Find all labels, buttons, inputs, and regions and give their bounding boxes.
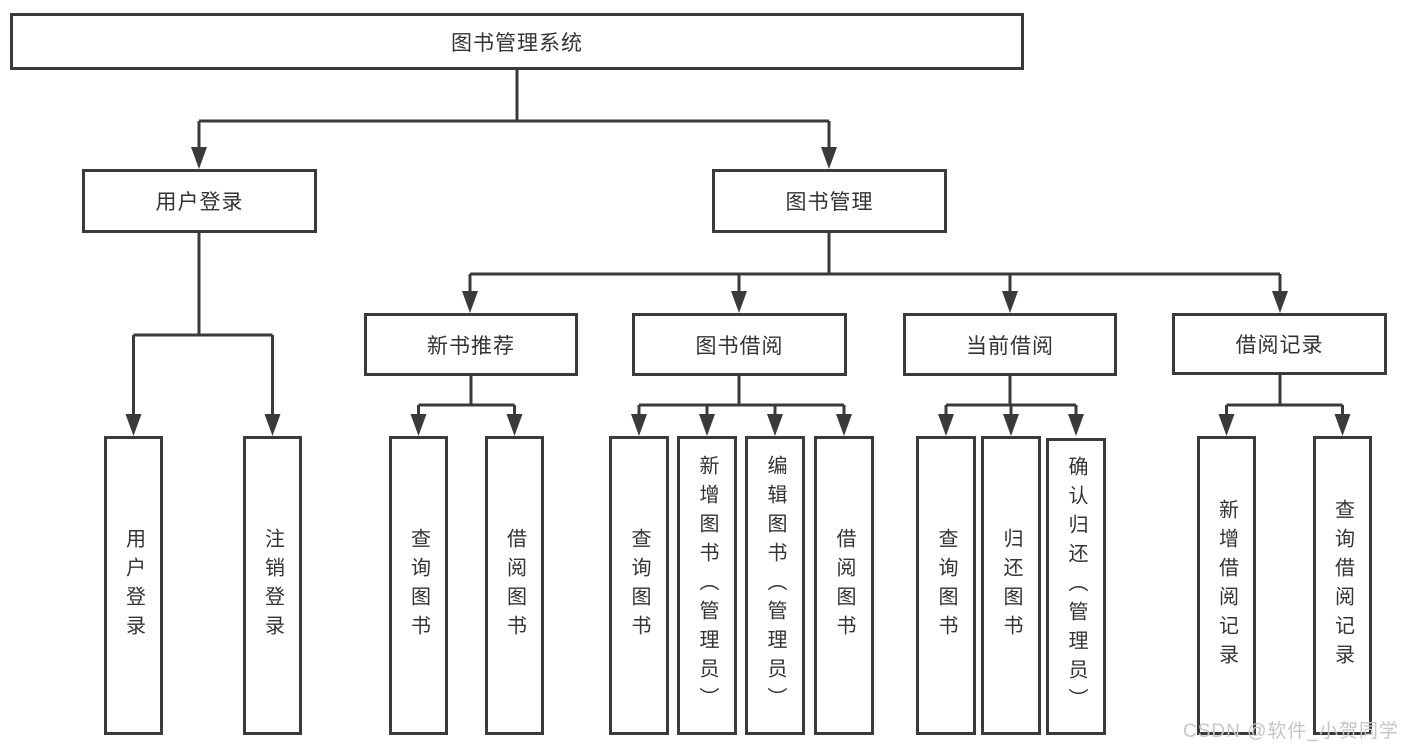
leaf-borrow-books-recommend: 借阅图书 <box>485 436 544 735</box>
node-book-borrowing-label: 图书借阅 <box>695 334 784 358</box>
leaf-edit-book-admin-label: 编辑图书（管理员） <box>764 455 786 716</box>
node-current-borrowing-label: 当前借阅 <box>966 334 1054 358</box>
node-book-management: 图书管理 <box>712 169 947 233</box>
leaf-add-book-admin: 新增图书（管理员） <box>677 436 737 735</box>
leaf-add-book-admin-label: 新增图书（管理员） <box>696 455 718 716</box>
leaf-query-books-recommend-label: 查询图书 <box>407 527 430 644</box>
leaf-confirm-return-admin: 确认归还（管理员） <box>1046 438 1106 735</box>
node-root: 图书管理系统 <box>10 13 1024 70</box>
leaf-query-books-recommend: 查询图书 <box>389 436 448 735</box>
leaf-query-borrow-record-label: 查询借阅记录 <box>1331 498 1354 673</box>
node-user-login: 用户登录 <box>82 169 317 233</box>
leaf-borrow-books-borrowing: 借阅图书 <box>814 436 874 735</box>
node-book-management-label: 图书管理 <box>785 191 874 214</box>
leaf-confirm-return-admin-label: 确认归还（管理员） <box>1065 456 1087 717</box>
leaf-user-login-label: 用户登录 <box>122 527 145 644</box>
leaf-borrow-books-borrowing-label: 借阅图书 <box>833 527 855 644</box>
node-book-borrowing: 图书借阅 <box>632 313 847 376</box>
leaf-logout-label: 注销登录 <box>261 527 284 644</box>
leaf-borrow-books-recommend-label: 借阅图书 <box>503 527 526 644</box>
leaf-query-borrow-record: 查询借阅记录 <box>1313 436 1372 735</box>
leaf-edit-book-admin: 编辑图书（管理员） <box>745 436 805 735</box>
node-new-book-recommend: 新书推荐 <box>364 313 578 376</box>
leaf-logout: 注销登录 <box>243 436 302 735</box>
node-root-label: 图书管理系统 <box>451 31 583 55</box>
leaf-add-borrow-record-label: 新增借阅记录 <box>1215 498 1238 673</box>
leaf-user-login: 用户登录 <box>104 436 163 735</box>
leaf-query-books-borrowing: 查询图书 <box>609 436 669 735</box>
node-user-login-label: 用户登录 <box>155 191 244 214</box>
watermark: CSDN @软件_小贺同学 <box>1183 721 1399 742</box>
leaf-query-books-current: 查询图书 <box>916 436 976 735</box>
leaf-add-borrow-record: 新增借阅记录 <box>1197 436 1256 735</box>
node-borrowing-records-label: 借阅记录 <box>1235 334 1324 357</box>
leaf-return-book-label: 归还图书 <box>1000 527 1022 644</box>
leaf-query-books-borrowing-label: 查询图书 <box>628 527 650 644</box>
node-borrowing-records: 借阅记录 <box>1172 313 1387 375</box>
node-current-borrowing: 当前借阅 <box>903 313 1117 376</box>
leaf-query-books-current-label: 查询图书 <box>935 527 957 644</box>
leaf-return-book: 归还图书 <box>981 436 1041 735</box>
node-new-book-recommend-label: 新书推荐 <box>427 334 515 358</box>
